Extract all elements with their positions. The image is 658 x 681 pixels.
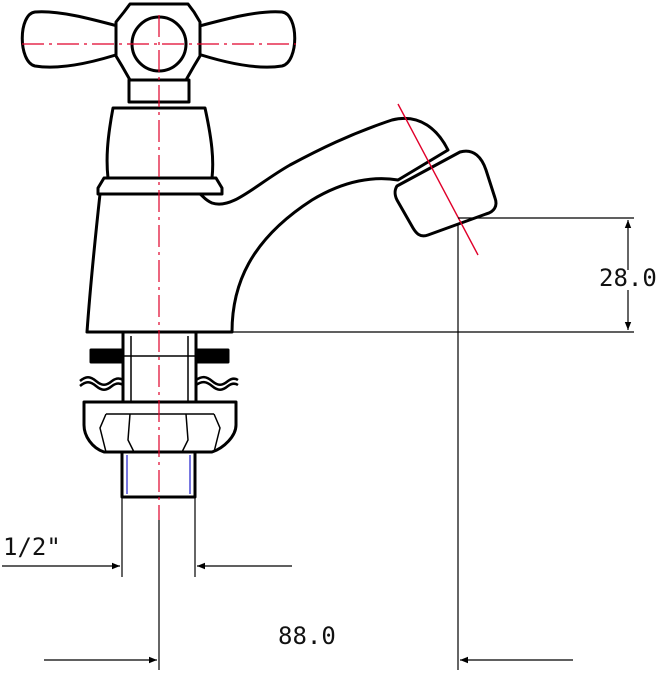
bonnet [96,78,224,196]
thread-dimension-label: 1/2" [3,533,61,561]
thread-dimension: 1/2" [2,497,292,577]
reach-dimension: 88.0 [44,224,573,670]
height-dimension: 28.0 [232,217,657,333]
centerlines [22,15,479,520]
cross-handle [20,2,297,82]
height-dimension-label: 28.0 [599,264,657,292]
reach-dimension-label: 88.0 [278,622,336,650]
